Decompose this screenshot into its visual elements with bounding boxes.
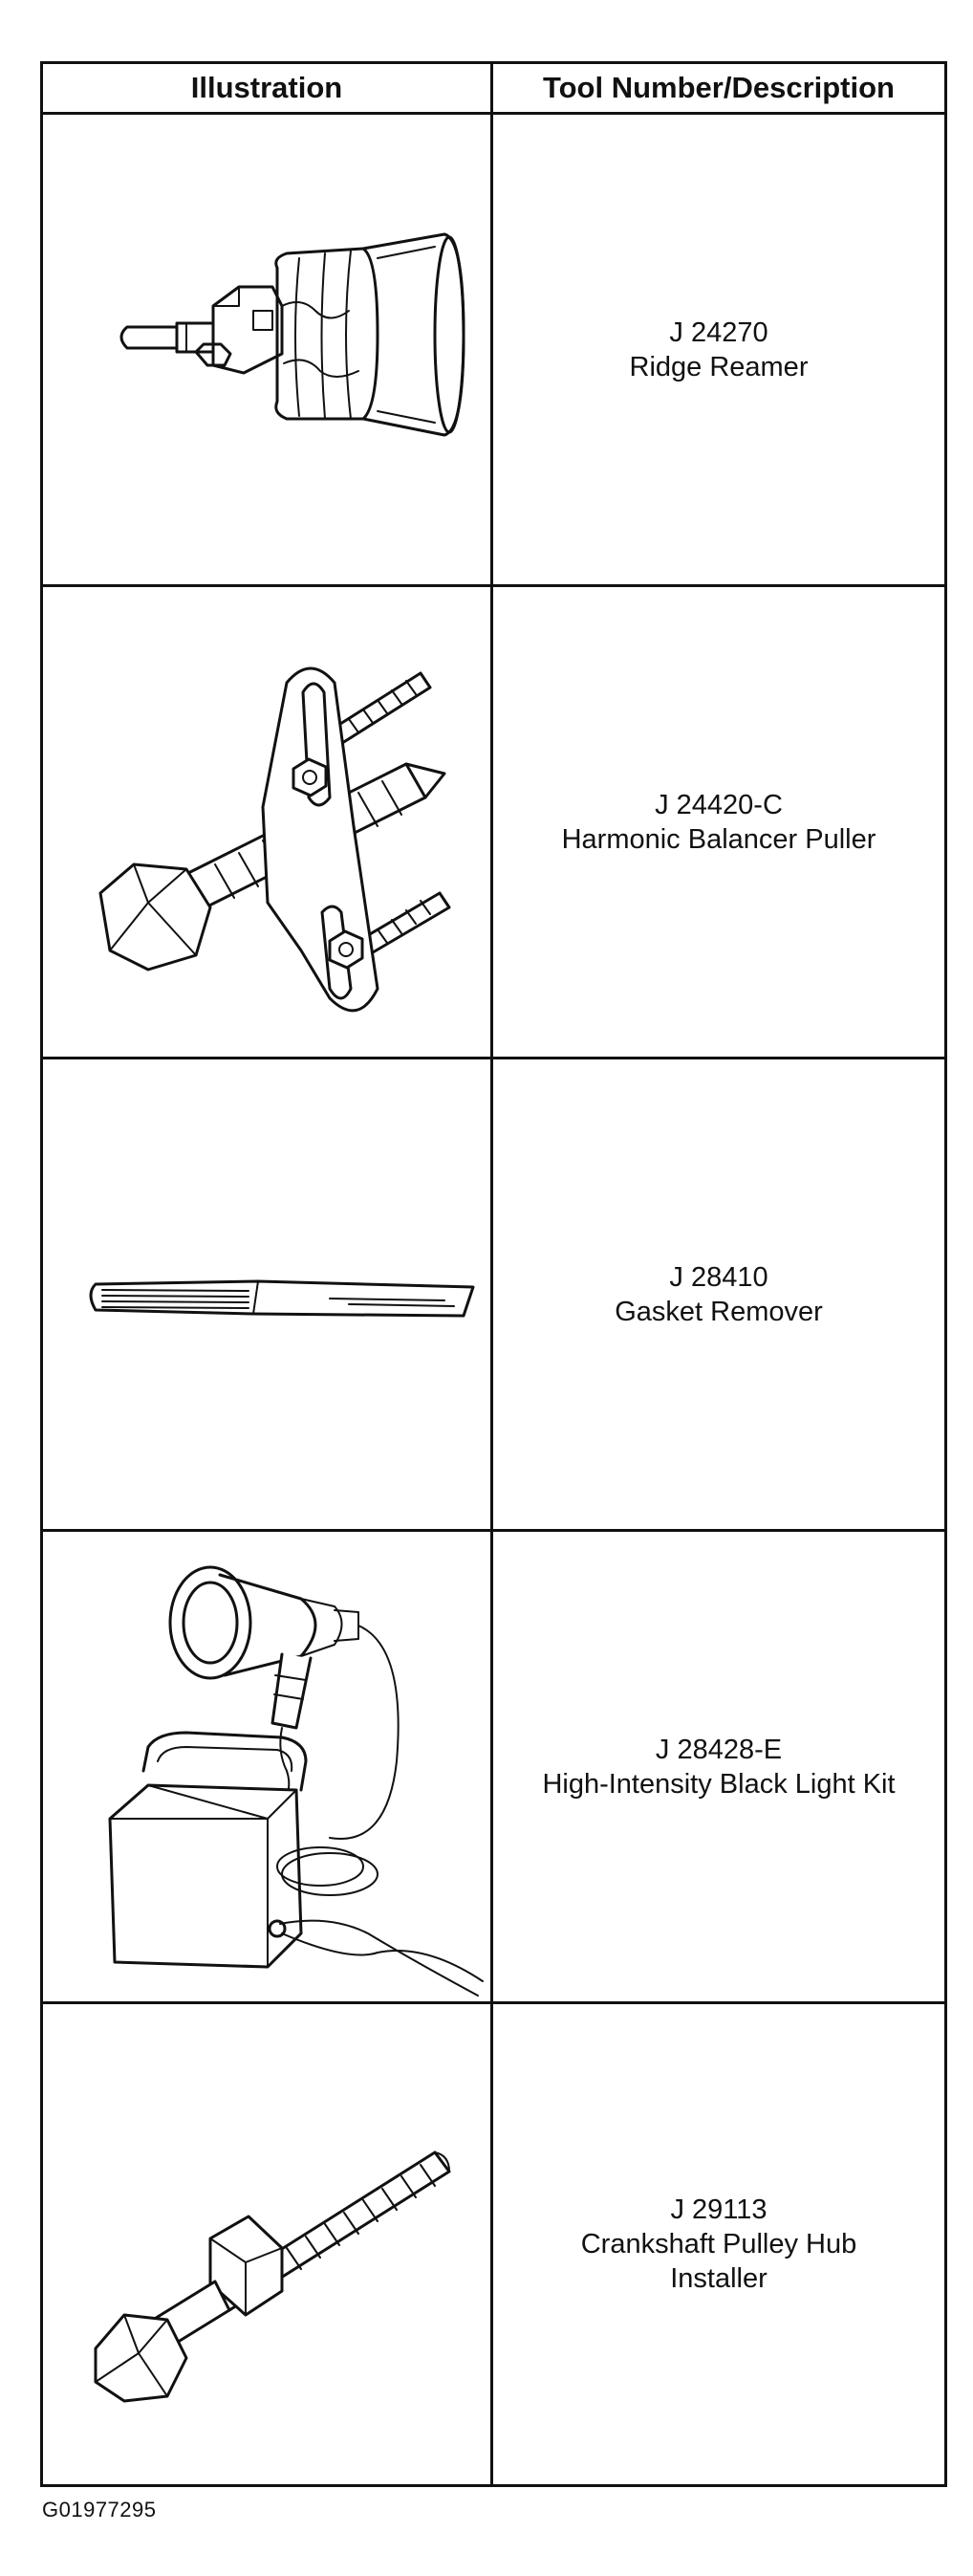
special-tools-table: Illustration Tool Number/Description	[40, 61, 947, 2487]
table-header-row: Illustration Tool Number/Description	[40, 61, 947, 115]
header-illustration: Illustration	[40, 61, 493, 115]
tool-description: Harmonic Balancer Puller	[561, 823, 876, 855]
ridge-reamer-icon	[119, 232, 465, 437]
illustration-cell	[40, 112, 493, 587]
tool-description-line-1: Crankshaft Pulley Hub	[580, 2229, 857, 2259]
table-row: J 29113 Crankshaft Pulley Hub Installer	[40, 2001, 947, 2487]
illustration-cell	[40, 1529, 493, 2004]
illustration-cell	[40, 584, 493, 1059]
tool-description-cell: J 28428-E High-Intensity Black Light Kit	[490, 1529, 947, 2004]
gasket-remover-icon	[89, 1279, 475, 1318]
black-light-kit-icon	[108, 1565, 484, 1997]
tool-description-cell: J 29113 Crankshaft Pulley Hub Installer	[490, 2001, 947, 2487]
tool-description-line-2: Installer	[670, 2263, 768, 2294]
table-row: J 24420-C Harmonic Balancer Puller	[40, 584, 947, 1059]
illustration-cell	[40, 2001, 493, 2487]
tool-number: J 24270	[669, 317, 768, 348]
illustration-cell	[40, 1057, 493, 1532]
table-row: J 28410 Gasket Remover	[40, 1057, 947, 1532]
figure-code: G01977295	[42, 2498, 157, 2521]
tool-number: J 29113	[670, 2194, 768, 2225]
crankshaft-pulley-hub-installer-icon	[94, 2150, 451, 2403]
tool-description: Gasket Remover	[615, 1296, 823, 1327]
tool-description-cell: J 24270 Ridge Reamer	[490, 112, 947, 587]
tool-description-cell: J 24420-C Harmonic Balancer Puller	[490, 584, 947, 1059]
tool-description-cell: J 28410 Gasket Remover	[490, 1057, 947, 1532]
tool-number: J 24420-C	[655, 789, 783, 820]
harmonic-balancer-puller-icon	[98, 666, 451, 1013]
tool-description: Ridge Reamer	[629, 351, 809, 382]
tool-number: J 28428-E	[655, 1734, 783, 1765]
table-row: J 24270 Ridge Reamer	[40, 112, 947, 587]
table-row: J 28428-E High-Intensity Black Light Kit	[40, 1529, 947, 2004]
header-tool-number-description: Tool Number/Description	[490, 61, 947, 115]
tool-number: J 28410	[669, 1261, 768, 1293]
tool-description: High-Intensity Black Light Kit	[542, 1768, 896, 1800]
